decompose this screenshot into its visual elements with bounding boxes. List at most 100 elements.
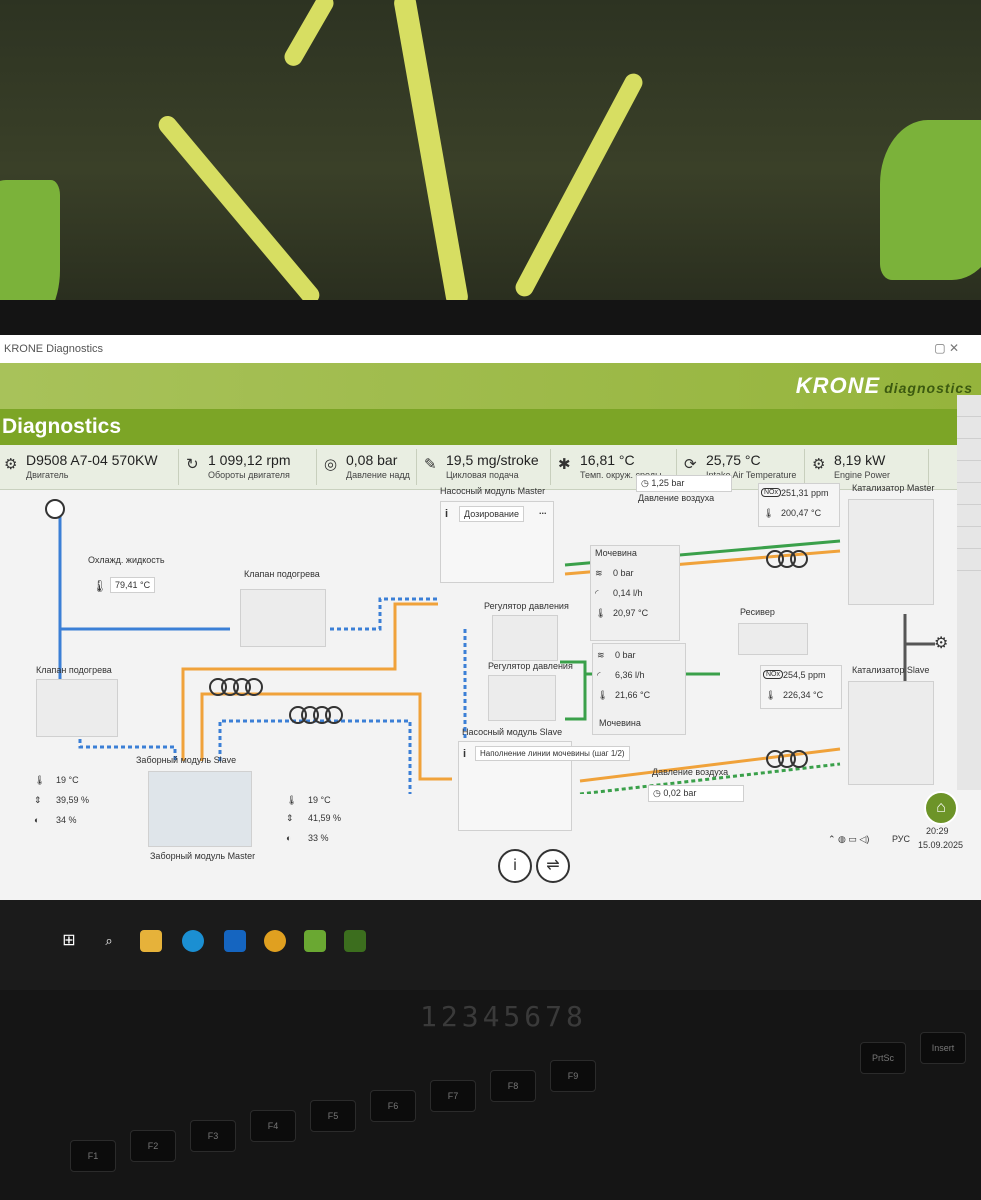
file-explorer-icon[interactable] [140,930,162,952]
info-icon[interactable]: i [445,508,449,520]
side-menu-item[interactable] [957,461,981,483]
air-pressure-bottom-label: Давление воздуха [652,767,729,777]
outlook-icon[interactable] [224,930,246,952]
side-menu-item[interactable] [957,439,981,461]
tank-left-level: 39,59 % [56,795,90,805]
tray-date[interactable]: 15.09.2025 [918,840,964,850]
urea-bottom-temp: 21,66 °C [615,690,651,700]
background-scene [0,0,981,340]
side-menu-column [957,395,981,790]
air-pressure-bottom-value: 0,02 bar [663,788,697,798]
thermometer-icon: 🌡 [765,690,777,700]
key-f5[interactable]: F5 [310,1100,356,1132]
urea-top-title: Мочевина [595,548,637,558]
nox-slave-ppm: 254,5 ppm [783,670,826,680]
level-icon: ⇕ [34,795,42,805]
edge-browser-icon[interactable] [182,930,204,952]
info-button[interactable]: i [498,849,532,883]
pump-slave-panel[interactable]: i Наполнение линии мочевины (шаг 1/2) [458,741,630,831]
air-pressure-top: ◷ 1,25 bar [636,475,732,492]
key-f9[interactable]: F9 [550,1060,596,1092]
tray-language[interactable]: РУС [892,834,911,844]
swap-view-button[interactable]: ⇌ [536,849,570,883]
heater-valve-2[interactable] [36,679,118,737]
catalyst-slave-label: Катализатор Slave [852,665,930,675]
metric-value: 25,75 °C [706,452,761,468]
quality-icon: ◐ [34,815,40,825]
pump-slave-mode[interactable]: Наполнение линии мочевины (шаг 1/2) [475,746,630,761]
thermometer-icon: 🌡 [34,775,46,785]
key-f2[interactable]: F2 [130,1130,176,1162]
metric-label: Двигатель [26,470,69,480]
thermometer-icon: 🌡 [92,579,108,593]
key-f3[interactable]: F3 [190,1120,236,1152]
pump-master-panel[interactable]: i Дозирование ... [440,501,554,583]
pressure-regulator-2[interactable] [488,675,556,721]
key-f6[interactable]: F6 [370,1090,416,1122]
coolant-temp: 79,41 °C [110,577,156,593]
side-menu-item[interactable] [957,505,981,527]
urea-bottom-flow: 6,36 l/h [615,670,645,680]
side-menu-item[interactable] [957,527,981,549]
heater-valve-1[interactable] [240,589,326,647]
windows-start-icon[interactable]: ⊞ [62,932,76,949]
pressure-icon: ≋ [597,650,605,660]
metric-engine: ⚙ D9508 A7-04 570KW Двигатель [0,449,179,485]
tank-module[interactable] [148,771,252,847]
search-icon[interactable]: ⌕ [105,933,113,948]
thermometer-icon: 🌡 [286,795,298,805]
metric-label: Темп. окруж. среды [580,470,662,480]
flow-gauge-icon: ◜ [597,670,601,680]
diagnostics-app-icon[interactable] [344,930,366,952]
metric-label: Давление надд [346,470,410,480]
chrome-icon[interactable] [264,930,286,952]
tank-right-level: 41,59 % [308,813,342,823]
tank-left-temp: 19 °C [56,775,79,785]
key-f1[interactable]: F1 [70,1140,116,1172]
receiver-label: Ресивер [740,607,775,617]
key-f7[interactable]: F7 [430,1080,476,1112]
pump-master-title: Насосный модуль Master [440,486,546,496]
gauge-icon: ◷ [641,478,649,488]
info-icon[interactable]: i [463,748,467,760]
intake-slave-label: Заборный модуль Slave [136,755,237,765]
key-prtsc[interactable]: PrtSc [860,1042,906,1074]
metric-ambient-temp: ✱ 16,81 °C Темп. окруж. среды [554,449,677,485]
windows-taskbar: ⊞ ⌕ [0,900,981,990]
metric-label: Engine Power [834,470,891,480]
key-insert[interactable]: Insert [920,1032,966,1064]
pump-master-mode[interactable]: Дозирование [459,506,524,522]
scr-system-diagram: Охлажд. жидкость 79,41 °C 🌡 Клапан подог… [0,475,956,794]
receiver-tank[interactable] [738,623,808,655]
pressure-regulator-1[interactable] [492,615,558,661]
nox-slave-temp: 226,34 °C [783,690,824,700]
metrics-bar: ⚙ D9508 A7-04 570KW Двигатель ↻ 1 099,12… [0,445,960,490]
air-pressure-bottom: ◷ 0,02 bar [648,785,744,802]
key-f8[interactable]: F8 [490,1070,536,1102]
urea-top-pressure: 0 bar [613,568,634,578]
metric-boost: ◎ 0,08 bar Давление надд [320,449,417,485]
rpm-icon: ↻ [186,456,199,473]
more-icon[interactable]: ... [539,506,547,516]
nox-master-panel: NOx 251,31 ppm 🌡 200,47 °C [758,483,840,527]
metric-label: Обороты двигателя [208,470,290,480]
key-f4[interactable]: F4 [250,1110,296,1142]
window-controls[interactable]: ▢ ✕ [934,341,959,355]
urea-bottom-title: Мочевина [599,718,641,728]
metric-fuel: ✎ 19,5 mg/stroke Цикловая подача [420,449,551,485]
tray-time[interactable]: 20:29 [926,826,949,836]
catalyst-slave[interactable] [848,681,934,785]
app-sync-icon[interactable] [304,930,326,952]
side-menu-item[interactable] [957,395,981,417]
window-titlebar: KRONE Diagnostics ▢ ✕ [0,335,981,363]
side-menu-item[interactable] [957,483,981,505]
home-button[interactable]: ⌂ [924,791,958,825]
side-menu-item[interactable] [957,549,981,571]
catalyst-master[interactable] [848,499,934,605]
pressure-regulator-2-label: Регулятор давления [488,661,573,671]
thermometer-icon: 🌡 [597,690,609,700]
side-menu-item[interactable] [957,417,981,439]
tank-left-quality: 34 % [56,815,77,825]
yellow-stalk [281,0,337,70]
nox-badge: NOx [761,488,781,497]
